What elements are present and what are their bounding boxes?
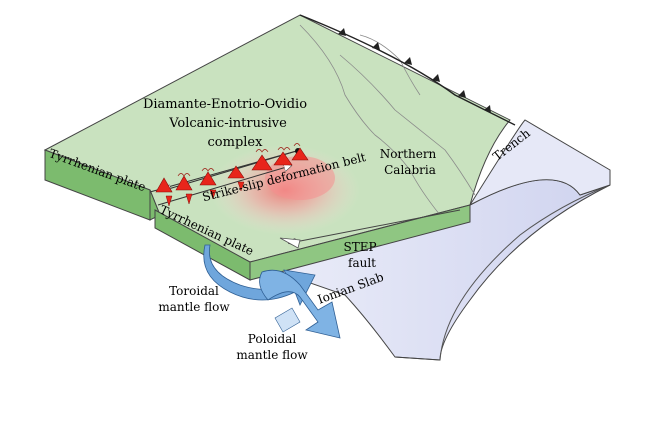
volcano-5 — [251, 154, 273, 171]
label-diamante-1: Diamante-Enotrio-Ovidio — [143, 97, 307, 112]
label-diamante-2: Volcanic-intrusive — [168, 116, 287, 131]
volcano-4 — [227, 165, 245, 179]
volcano-6 — [273, 151, 293, 166]
terrain-lines — [299, 24, 476, 216]
label-poloidal-1: Poloidal — [248, 332, 297, 346]
volcano-2 — [175, 175, 193, 191]
label-toroidal-2: mantle flow — [158, 300, 230, 314]
label-northern-1: Northern — [380, 147, 437, 161]
volcano-7 — [291, 147, 309, 161]
volcano-3 — [199, 171, 217, 186]
poloidal-flow-arrow — [259, 269, 341, 339]
tyrrhenian-plate-lower — [154, 204, 471, 281]
label-step-2: fault — [348, 256, 376, 270]
ionian-surface — [468, 119, 611, 207]
label-poloidal-2: mantle flow — [236, 348, 308, 362]
heat-anomaly-core — [265, 156, 335, 200]
mantle-flow-arrows — [203, 244, 341, 339]
volcanoes — [155, 143, 309, 207]
label-northern-2: Calabria — [384, 163, 436, 177]
label-diamante-3: complex — [208, 135, 264, 150]
volcano-1 — [155, 177, 173, 193]
step-fault-arrow — [279, 209, 461, 249]
trench-line — [299, 14, 516, 126]
label-step-1: STEP — [343, 240, 376, 254]
label-toroidal-1: Toroidal — [169, 284, 219, 298]
